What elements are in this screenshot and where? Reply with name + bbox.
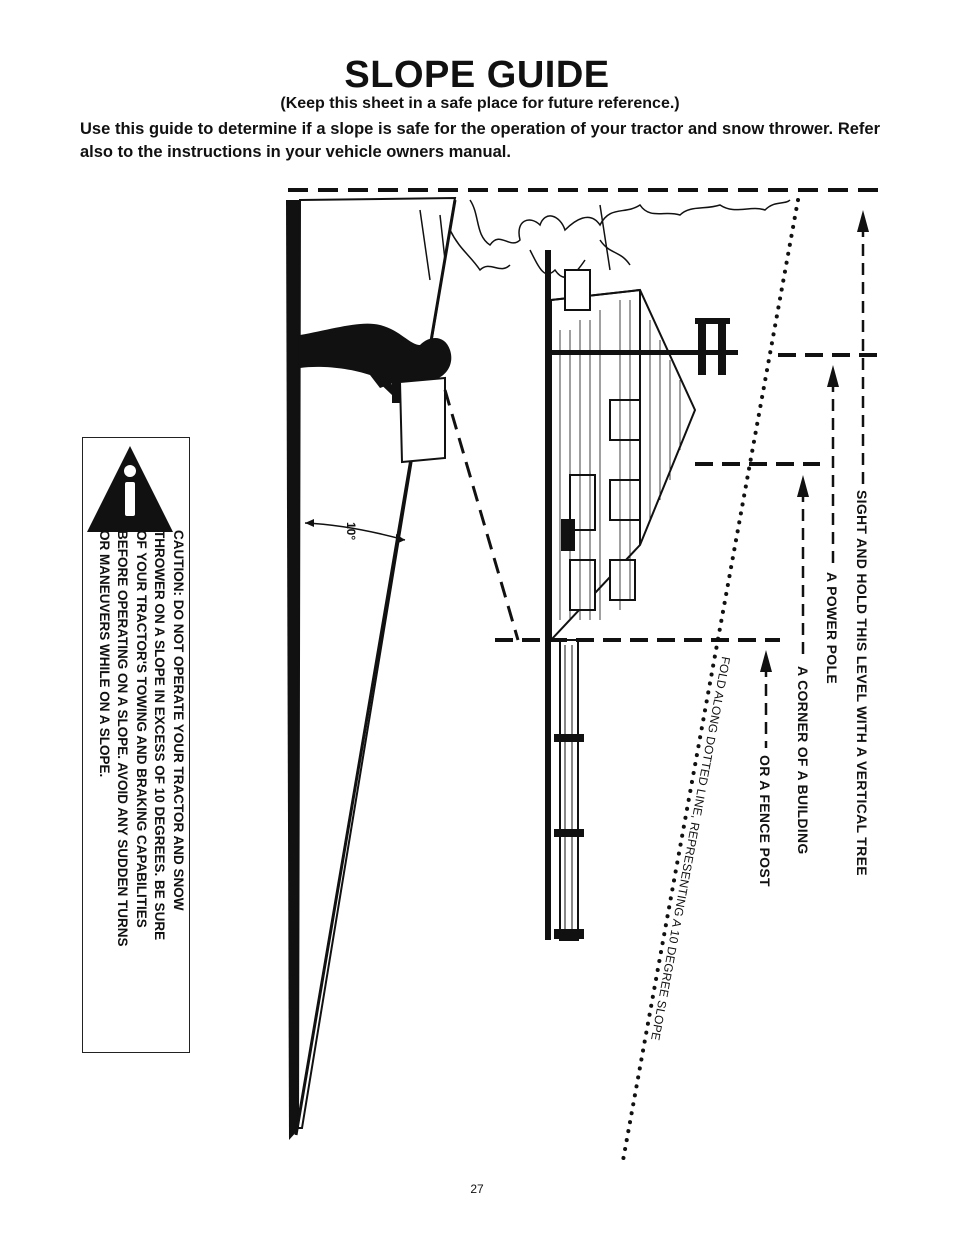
building-arrow bbox=[797, 475, 809, 660]
pole-arrow bbox=[827, 365, 839, 565]
held-guide-sheet bbox=[400, 378, 445, 462]
fence-arrow bbox=[760, 650, 772, 748]
caution-box: CAUTION: DO NOT OPERATE YOUR TRACTOR AND… bbox=[82, 437, 190, 1053]
house-drawing bbox=[551, 270, 695, 640]
angle-label: 10° bbox=[344, 522, 358, 540]
fence bbox=[555, 640, 583, 940]
tree-arrow bbox=[857, 210, 869, 490]
fence-reference-label: OR A FENCE POST bbox=[757, 755, 773, 887]
tree-canopy bbox=[420, 200, 790, 280]
caution-text: CAUTION: DO NOT OPERATE YOUR TRACTOR AND… bbox=[95, 530, 188, 1040]
tree-reference-label: SIGHT AND HOLD THIS LEVEL WITH A VERTICA… bbox=[854, 490, 870, 876]
building-reference-label: A CORNER OF A BUILDING bbox=[795, 666, 811, 855]
pole-reference-label: A POWER POLE bbox=[824, 572, 840, 684]
sight-line bbox=[445, 390, 518, 640]
page-number: 27 bbox=[0, 1182, 954, 1196]
